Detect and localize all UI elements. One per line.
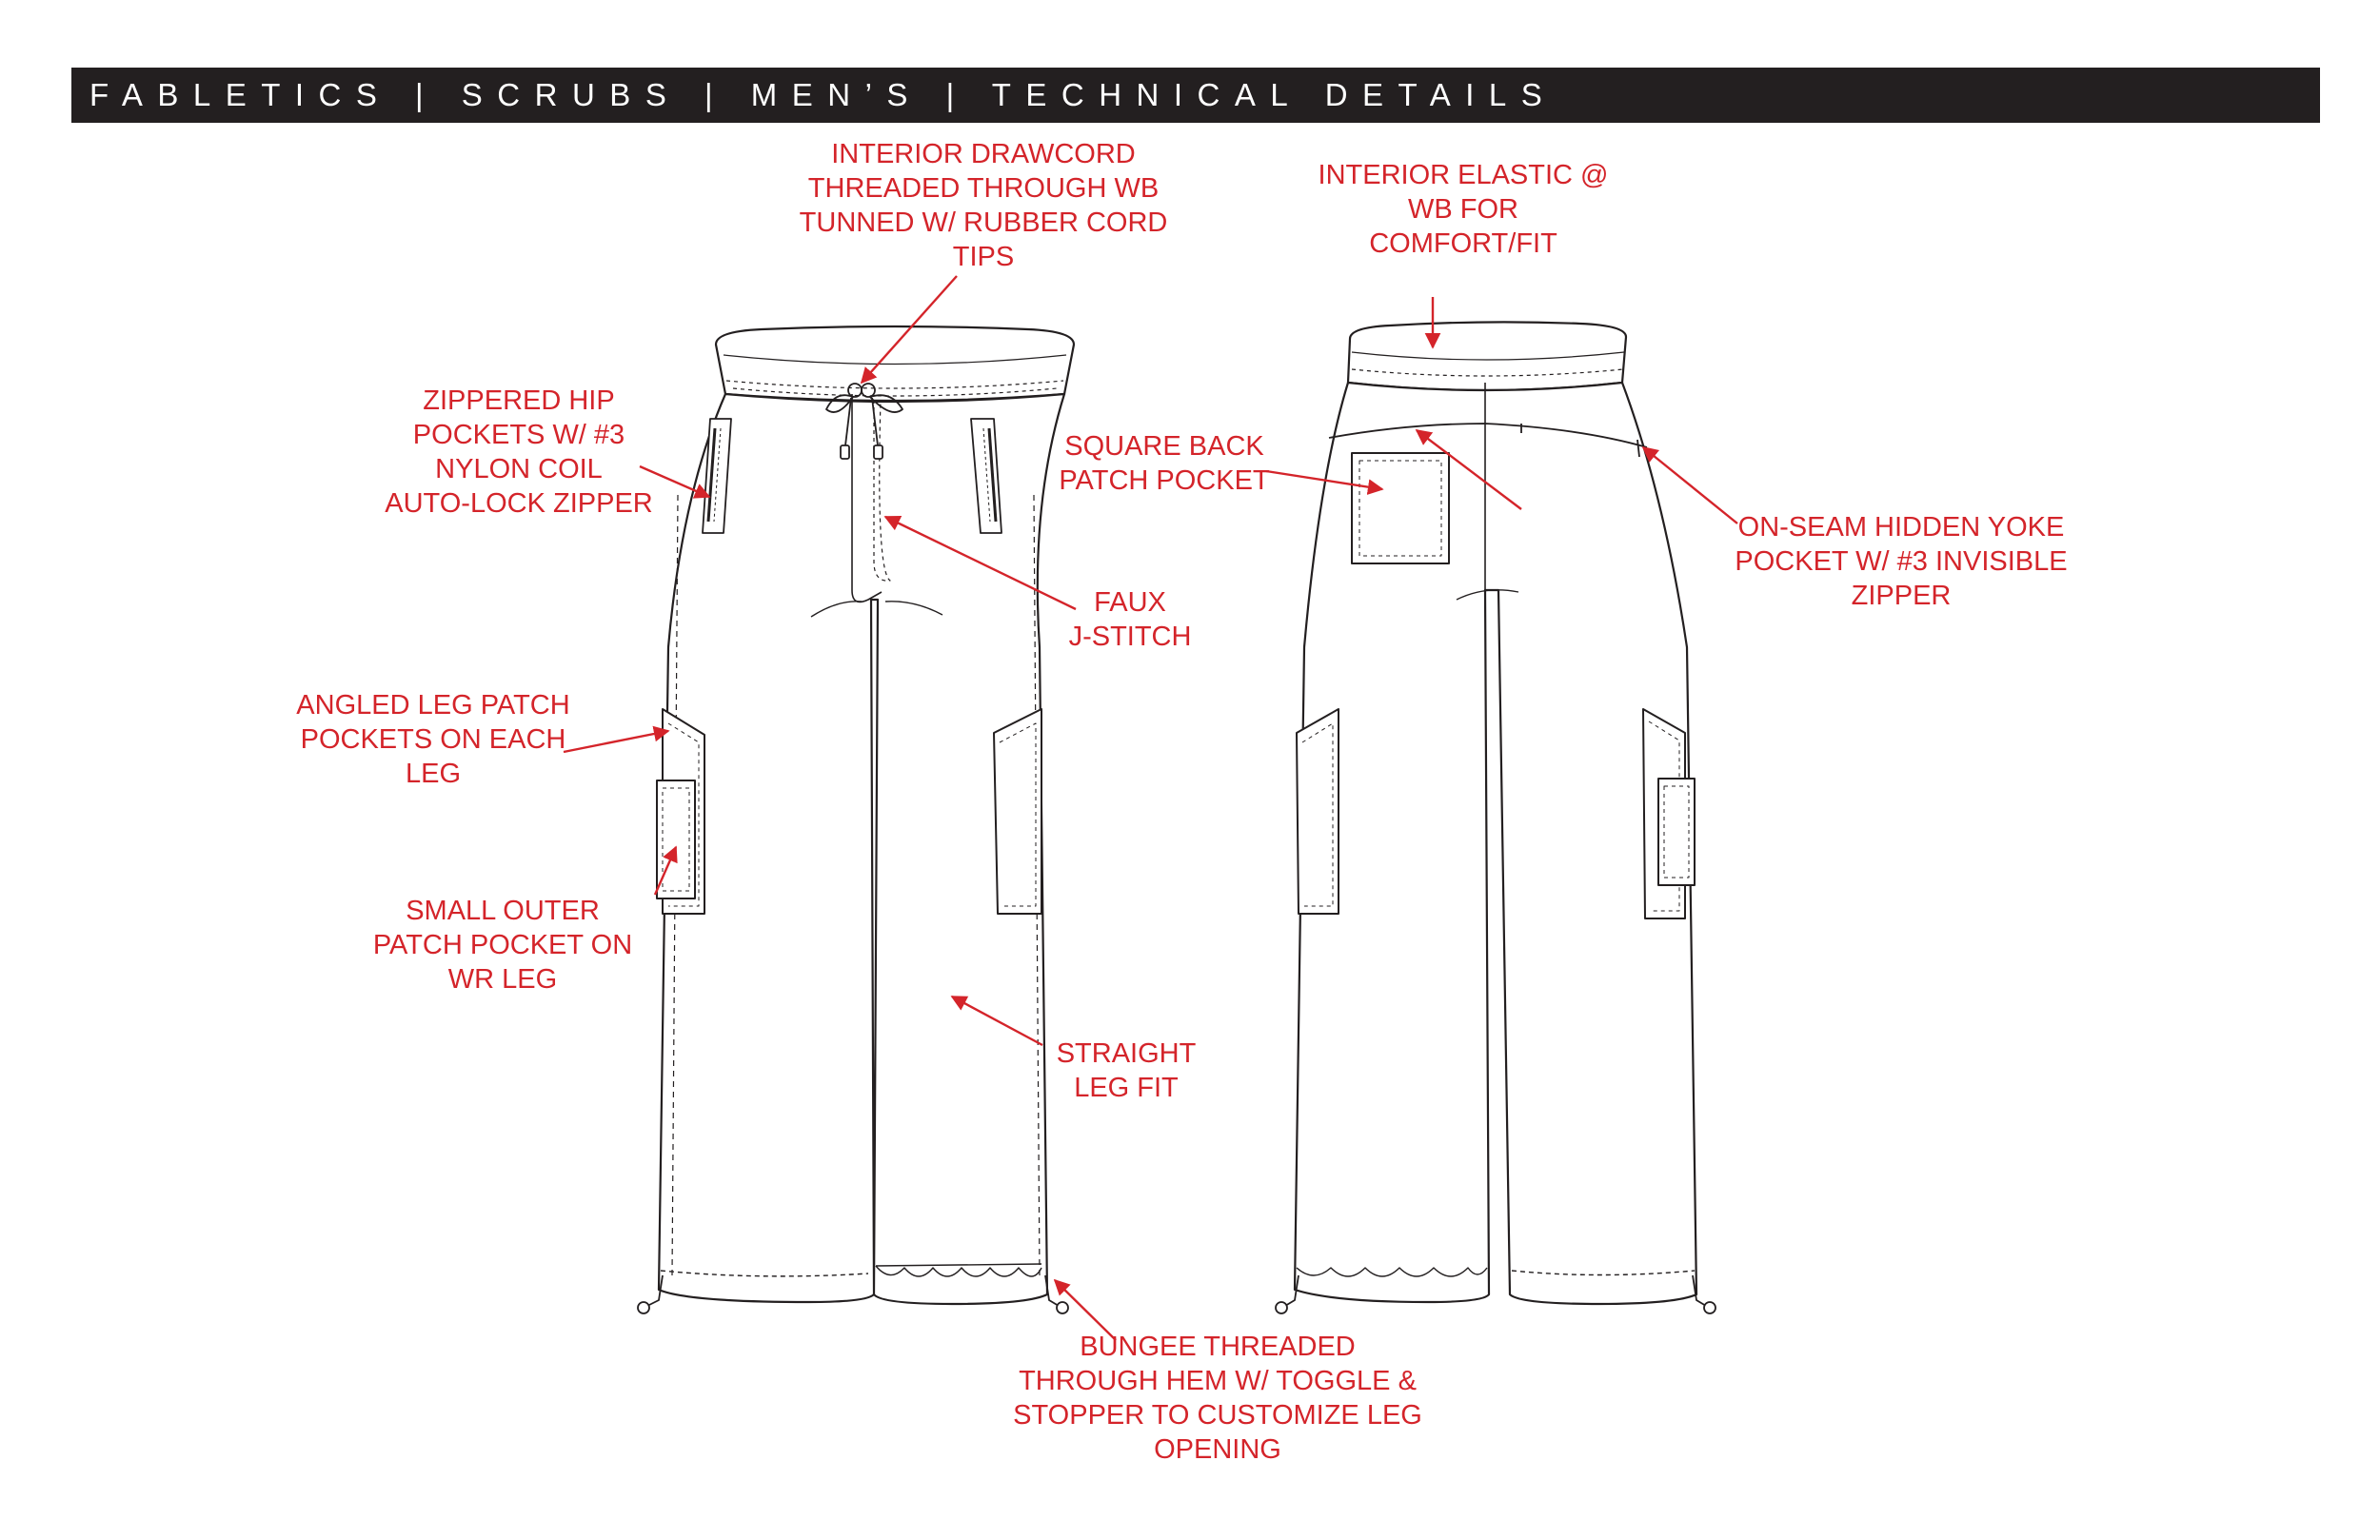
faux-j-stitch	[873, 399, 891, 582]
front-bungee-toggles	[637, 1274, 1069, 1314]
callout-back-pocket: SQUARE BACK PATCH POCKET	[1059, 431, 1270, 496]
front-waistband	[714, 325, 1076, 403]
arrow-hip-pockets	[639, 464, 711, 499]
callout-jstitch: FAUX J-STITCH	[1068, 587, 1192, 652]
callout-bungee: BUNGEE THREADED THROUGH HEM W/ TOGGLE & …	[1013, 1332, 1422, 1465]
back-leg-patch-pocket-right	[1642, 708, 1696, 919]
back-hem	[1296, 1267, 1696, 1277]
arrow-leg-patch	[563, 725, 670, 754]
back-leg-patch-pocket-left	[1296, 708, 1339, 915]
back-view-pants	[1275, 321, 1716, 1314]
callout-straight-leg: STRAIGHT LEG FIT	[1056, 1038, 1197, 1103]
callout-yoke-pocket: ON-SEAM HIDDEN YOKE POCKET W/ #3 INVISIB…	[1735, 512, 2068, 611]
callout-leg-patch: ANGLED LEG PATCH POCKETS ON EACH LEG	[296, 690, 570, 789]
page-title: FABLETICS | SCRUBS | MEN’S | TECHNICAL D…	[89, 77, 1557, 112]
arrow-straight-leg	[950, 995, 1043, 1047]
callout-drawcord: INTERIOR DRAWCORD THREADED THROUGH WB TU…	[799, 139, 1168, 272]
callout-small-pocket: SMALL OUTER PATCH POCKET ON WR LEG	[372, 896, 633, 995]
drawcord	[825, 383, 903, 460]
back-waistband	[1346, 321, 1628, 392]
arrow-jstitch	[883, 515, 1077, 611]
back-bungee-toggles	[1275, 1274, 1716, 1314]
arrow-small-pocket	[653, 845, 678, 896]
back-body-outline	[1293, 381, 1698, 1306]
front-view-pants	[637, 325, 1076, 1314]
header-bar: FABLETICS | SCRUBS | MEN’S | TECHNICAL D…	[71, 68, 2320, 123]
callout-arrows	[563, 275, 1738, 1341]
arrow-yoke-pocket	[1641, 445, 1738, 524]
arrow-drawcord	[860, 275, 958, 385]
front-hem	[660, 1263, 1042, 1277]
front-leg-patch-pocket-left	[656, 708, 705, 915]
front-zip-pocket-right	[970, 418, 1002, 534]
arrow-bungee	[1053, 1278, 1117, 1341]
front-leg-patch-pocket-right	[993, 708, 1042, 915]
arrow-yoke-center	[1415, 428, 1522, 510]
arrow-back-pocket	[1265, 469, 1384, 495]
callout-hip-pockets: ZIPPERED HIP POCKETS W/ #3 NYLON COIL AU…	[385, 385, 653, 519]
square-back-patch-pocket	[1351, 452, 1450, 564]
front-zip-pocket-left	[702, 418, 732, 534]
callout-elastic: INTERIOR ELASTIC @ WB FOR COMFORT/FIT	[1318, 160, 1609, 259]
